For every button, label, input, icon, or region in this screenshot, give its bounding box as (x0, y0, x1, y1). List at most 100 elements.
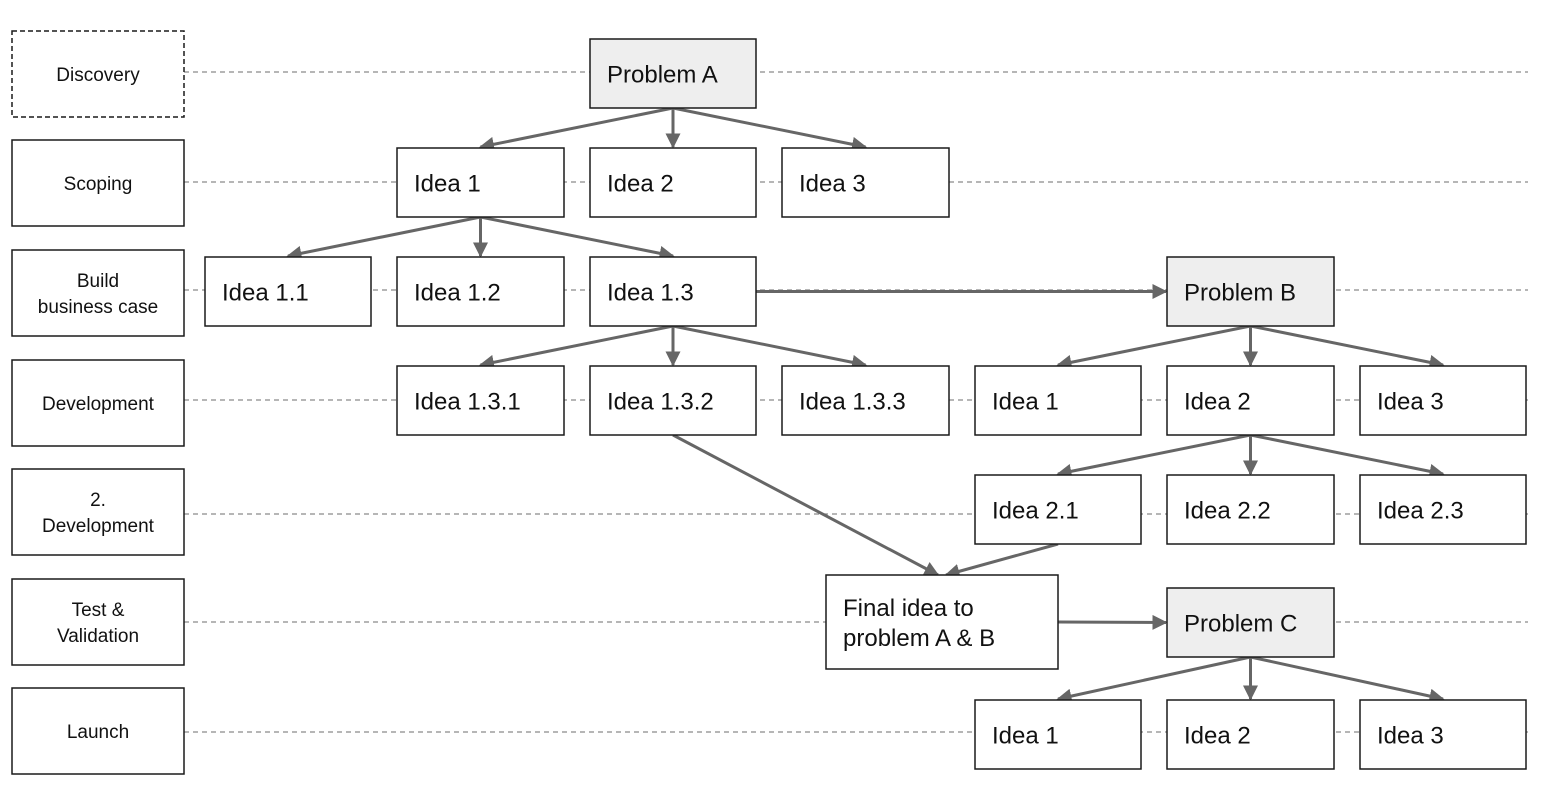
arrow-b-idea-2-to-idea-2-3 (1250, 433, 1445, 479)
node-label: Idea 1 (992, 389, 1059, 416)
node-label: Idea 3 (1377, 389, 1444, 416)
node-c-idea-1: Idea 1 (974, 699, 1142, 770)
stage-label: Development (42, 394, 155, 415)
node-label: Problem C (1184, 611, 1297, 638)
node-a-idea-3: Idea 3 (781, 147, 950, 218)
node-label: Final idea to (843, 595, 974, 622)
node-final-idea: Final idea to problem A & B (825, 574, 1059, 670)
node-idea-1-2: Idea 1.2 (396, 256, 565, 327)
arrow-b-idea-2-to-idea-2-1 (1056, 433, 1251, 479)
stage-label: Development (42, 516, 155, 537)
idea-box (396, 365, 565, 436)
idea-box (589, 365, 757, 436)
stage-label: Scoping (64, 174, 133, 195)
idea-box (1166, 365, 1335, 436)
node-a-idea-2: Idea 2 (589, 147, 757, 218)
node-label: Idea 2 (1184, 389, 1251, 416)
stage-development-2: 2. Development (11, 468, 185, 556)
node-label: Idea 1.3.1 (414, 389, 521, 416)
node-b-idea-1: Idea 1 (974, 365, 1142, 436)
stage-label: Validation (57, 626, 139, 647)
node-idea-2-1: Idea 2.1 (974, 474, 1142, 545)
idea-box (974, 699, 1142, 770)
node-problem-a: Problem A (589, 38, 757, 109)
idea-box (396, 256, 565, 327)
arrow-problem-c-to-c-idea-3 (1250, 655, 1445, 704)
node-idea-1-3-2: Idea 1.3.2 (589, 365, 757, 436)
node-label: Idea 3 (799, 171, 866, 198)
node-label: Problem A (607, 62, 718, 89)
node-idea-1-1: Idea 1.1 (204, 256, 372, 327)
node-idea-1-3: Idea 1.3 (589, 256, 757, 327)
node-problem-c: Problem C (1166, 587, 1335, 658)
arrow-final-idea-to-problem-c (1057, 614, 1168, 630)
idea-box (589, 256, 757, 327)
idea-box (396, 147, 565, 218)
node-label: Idea 1 (992, 723, 1059, 750)
idea-box (781, 365, 950, 436)
node-label: Idea 1.1 (222, 280, 309, 307)
node-c-idea-3: Idea 3 (1359, 699, 1527, 770)
node-label: Idea 2.1 (992, 498, 1079, 525)
node-idea-1-3-3: Idea 1.3.3 (781, 365, 950, 436)
problem-box (589, 38, 757, 109)
stage-scoping: Scoping (11, 139, 185, 227)
stage-label: Launch (67, 722, 129, 743)
node-label: Idea 1.3 (607, 280, 694, 307)
node-c-idea-2: Idea 2 (1166, 699, 1335, 770)
problem-box (1166, 587, 1335, 658)
stage-development: Development (11, 359, 185, 447)
node-label: Idea 2 (607, 171, 674, 198)
stage-box (11, 687, 185, 775)
node-label: Idea 1.3.3 (799, 389, 906, 416)
node-label: Idea 3 (1377, 723, 1444, 750)
stage-test-validation: Test &Validation (11, 578, 185, 666)
stage-discovery: Discovery (11, 30, 185, 118)
node-label: Idea 2.2 (1184, 498, 1271, 525)
arrow-problem-a-to-a-idea-1 (479, 106, 674, 152)
arrow-idea-1-3-to-idea-1-3-3 (672, 324, 867, 370)
problem-box (1166, 256, 1335, 327)
idea-box (1166, 474, 1335, 545)
node-problem-b: Problem B (1166, 256, 1335, 327)
node-a-idea-1: Idea 1 (396, 147, 565, 218)
arrow-problem-c-to-c-idea-1 (1056, 655, 1251, 704)
stage-label: Build (77, 271, 119, 292)
idea-box (1359, 699, 1527, 770)
stage-launch: Launch (11, 687, 185, 775)
arrow-idea-2-1-to-final-idea (944, 542, 1059, 579)
stage-label: 2. (90, 490, 106, 511)
arrow-a-idea-1-to-idea-1-3 (480, 215, 675, 261)
stage-box (11, 139, 185, 227)
node-label: Idea 1.2 (414, 280, 501, 307)
node-label: Idea 2 (1184, 723, 1251, 750)
arrow-idea-1-3-2-to-final-idea (672, 433, 940, 577)
node-label: Idea 1.3.2 (607, 389, 714, 416)
idea-box (974, 474, 1142, 545)
node-idea-2-3: Idea 2.3 (1359, 474, 1527, 545)
idea-box (781, 147, 950, 218)
node-b-idea-2: Idea 2 (1166, 365, 1335, 436)
arrow-idea-1-3-to-idea-1-3-1 (479, 324, 674, 370)
node-b-idea-3: Idea 3 (1359, 365, 1527, 436)
stage-box (11, 30, 185, 118)
stage-label: Discovery (56, 65, 140, 86)
idea-box (1359, 365, 1527, 436)
node-label: Idea 2.3 (1377, 498, 1464, 525)
arrow-problem-a-to-a-idea-3 (672, 106, 867, 152)
idea-box (589, 147, 757, 218)
idea-box (1166, 699, 1335, 770)
arrow-problem-b-to-b-idea-1 (1056, 324, 1251, 370)
stage-box (11, 249, 185, 337)
idea-box (1359, 474, 1527, 545)
arrow-problem-b-to-b-idea-3 (1250, 324, 1445, 370)
node-label: Problem B (1184, 280, 1296, 307)
idea-box (204, 256, 372, 327)
node-idea-2-2: Idea 2.2 (1166, 474, 1335, 545)
node-label: problem A & B (843, 625, 995, 652)
idea-box (825, 574, 1059, 670)
idea-box (974, 365, 1142, 436)
